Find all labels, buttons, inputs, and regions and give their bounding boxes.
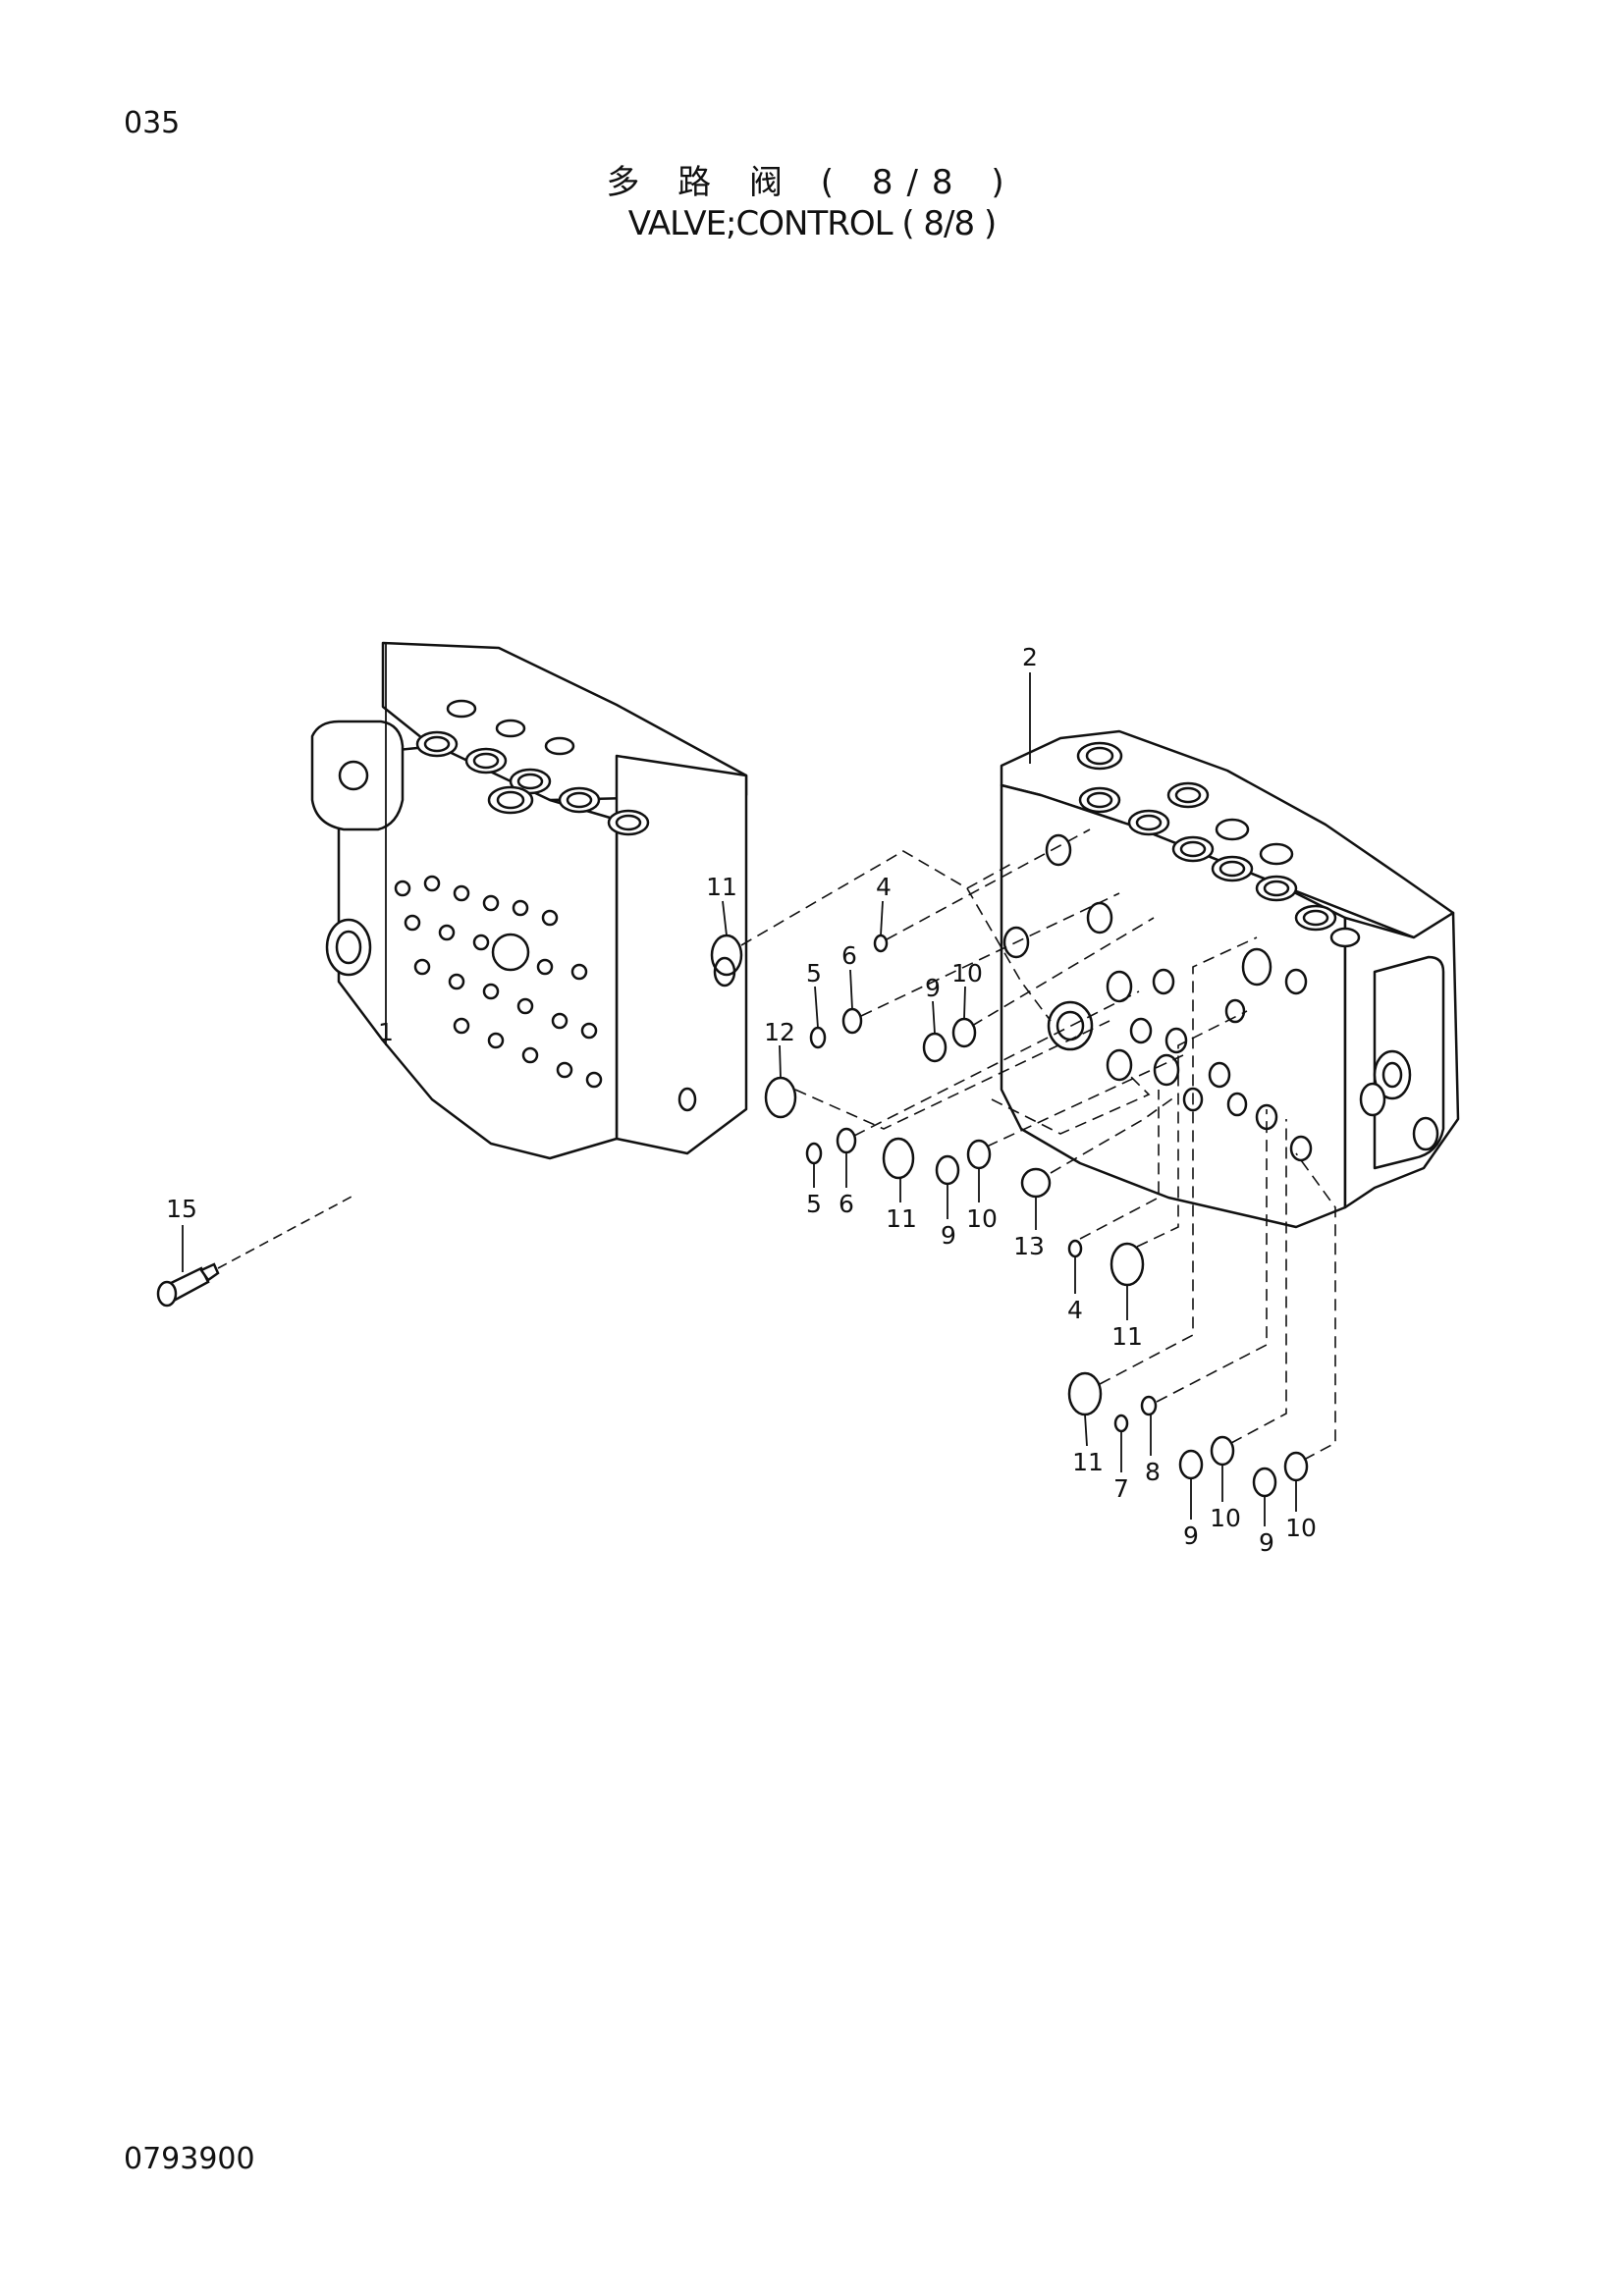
- title-english: VALVE;CONTROL ( 8/8 ): [627, 204, 997, 243]
- callout-15: 15: [166, 1195, 197, 1223]
- valve-section-right: [1000, 729, 1460, 1229]
- callout-6: 6: [839, 1190, 854, 1218]
- title-chinese: 多 路 阀 ( 8/8 ): [606, 163, 1018, 202]
- o-ring-5: [805, 1142, 823, 1165]
- o-ring-13: [1020, 1167, 1052, 1199]
- o-ring-9: [1178, 1449, 1204, 1480]
- page-number: 035: [124, 106, 181, 140]
- callout-1: 1: [378, 1018, 394, 1046]
- callout-7: 7: [1113, 1474, 1129, 1503]
- callout-4: 4: [1067, 1296, 1083, 1324]
- callout-9: 9: [1259, 1528, 1274, 1557]
- callout-10: 10: [966, 1204, 998, 1233]
- callout-6: 6: [841, 941, 857, 970]
- callout-5: 5: [806, 1190, 822, 1218]
- callout-8: 8: [1145, 1458, 1161, 1486]
- o-ring-11: [1067, 1371, 1103, 1416]
- o-ring-9: [1252, 1467, 1277, 1498]
- assembly-lines: [740, 828, 1336, 1461]
- callout-11: 11: [1111, 1322, 1143, 1351]
- o-ring-10: [966, 1139, 992, 1170]
- o-ring-10: [1283, 1451, 1309, 1482]
- callout-9: 9: [925, 974, 941, 1002]
- o-ring-10: [1210, 1435, 1235, 1467]
- valve-section-left: [310, 641, 748, 1160]
- callout-10: 10: [1285, 1514, 1317, 1542]
- o-ring-6: [836, 1127, 857, 1154]
- o-ring-11: [882, 1137, 915, 1180]
- callout-13: 13: [1013, 1232, 1045, 1260]
- callout-10: 10: [951, 959, 983, 988]
- o-ring-6: [841, 1007, 863, 1035]
- callout-10: 10: [1210, 1504, 1241, 1532]
- callout-12: 12: [764, 1018, 795, 1046]
- o-ring-4: [873, 934, 889, 953]
- callout-leaders: [182, 643, 1297, 1526]
- callout-labels: 1 2 15 11 4 6 5 9 10 12 5 6 11 9 10 13 4…: [166, 643, 1317, 1557]
- o-ring-12: [764, 1076, 797, 1119]
- bolt: [156, 1262, 220, 1308]
- o-ring-8: [1140, 1395, 1158, 1416]
- callout-11: 11: [1072, 1448, 1104, 1476]
- o-ring-9: [922, 1032, 947, 1063]
- callout-5: 5: [806, 959, 822, 988]
- o-ring-11: [1110, 1242, 1145, 1287]
- o-ring-7: [1113, 1414, 1129, 1433]
- callout-11: 11: [886, 1204, 917, 1233]
- o-ring-9: [935, 1154, 960, 1186]
- callout-2: 2: [1022, 643, 1038, 671]
- callout-11: 11: [706, 873, 737, 901]
- o-ring-5: [809, 1026, 827, 1049]
- callout-9: 9: [1183, 1522, 1199, 1550]
- callout-4: 4: [876, 873, 892, 901]
- seal-rings: [710, 934, 1309, 1498]
- o-ring-4: [1067, 1239, 1083, 1258]
- drawing-code: 0793900: [124, 2142, 255, 2176]
- callout-9: 9: [941, 1221, 956, 1250]
- o-ring-10: [951, 1017, 977, 1048]
